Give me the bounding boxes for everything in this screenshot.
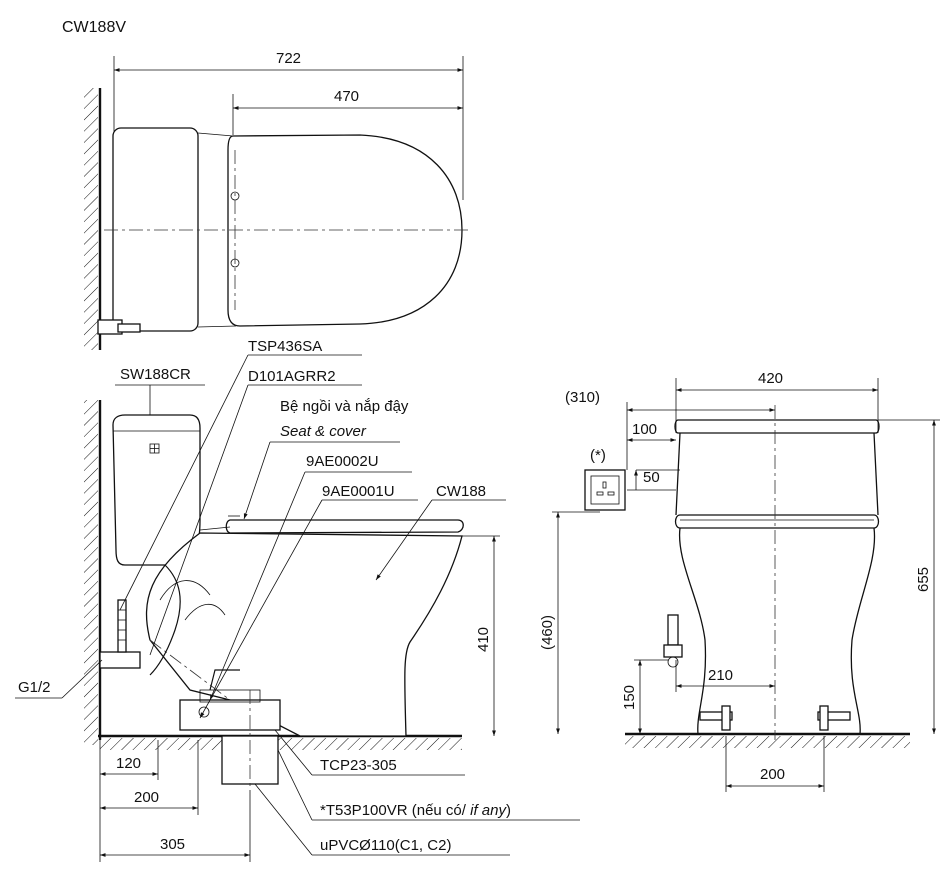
dim-top-seat: 470: [334, 88, 359, 105]
dim-front-310: (310): [565, 389, 600, 406]
side-seat: [225, 519, 464, 534]
side-wall-hatch: [84, 400, 98, 745]
dim-top-width: 722: [276, 50, 301, 67]
dim-front-width: 420: [758, 370, 783, 387]
front-bowl: [675, 432, 879, 735]
dim-side-height: 410: [475, 627, 492, 652]
label-tank: SW188CR: [120, 366, 191, 383]
label-socket-mark: (*): [590, 447, 606, 464]
dim-front-210: 210: [708, 667, 733, 684]
dim-front-460: (460): [539, 615, 556, 650]
label-pipe: uPVCØ110(C1, C2): [320, 837, 451, 854]
label-bowl: CW188: [436, 483, 486, 500]
label-9ae0001u: 9AE0001U: [322, 483, 395, 500]
label-seat-code: TSP436SA: [248, 338, 322, 355]
power-socket-icon: [584, 469, 626, 511]
label-9ae0002u: 9AE0002U: [306, 453, 379, 470]
front-view: (*) 420 (310) 100 50 (460) 655 150: [539, 370, 940, 792]
label-flange: TCP23-305: [320, 757, 397, 774]
front-floor-hatch: [625, 736, 910, 748]
top-wall-hatch: [84, 88, 98, 350]
front-seat-cover: [674, 419, 880, 434]
front-bolt-left: [699, 705, 733, 731]
dim-front-150: 150: [621, 685, 638, 710]
dim-side-305: 305: [160, 836, 185, 853]
model-title: CW188V: [62, 19, 126, 36]
side-floor-hatch: [100, 738, 462, 750]
side-tank: [112, 414, 201, 566]
front-bolt-right: [817, 705, 851, 731]
top-tank: [112, 127, 199, 332]
label-seat-en: Seat & cover: [280, 423, 367, 440]
dim-front-100: 100: [632, 421, 657, 438]
side-view: 410 120 200 305 SW188: [15, 338, 580, 862]
side-bowl: [145, 532, 463, 737]
dim-front-50: 50: [643, 469, 660, 486]
top-seat: [227, 134, 463, 327]
front-inlet-valve: [663, 614, 683, 668]
dim-side-120: 120: [116, 755, 141, 772]
dim-front-655: 655: [915, 567, 932, 592]
tank-button-icon: [149, 443, 160, 454]
side-inlet-valve: [99, 651, 141, 669]
side-flange: [179, 699, 281, 731]
dim-front-200: 200: [760, 766, 785, 783]
label-seat-vn: Bệ ngồi và nắp đậy: [280, 398, 409, 415]
label-adapter: *T53P100VR (nếu có/ if any): [320, 802, 511, 819]
front-seat: [674, 514, 880, 529]
dim-side-200: 200: [134, 789, 159, 806]
label-inlet: G1/2: [18, 679, 51, 696]
label-valve: D101AGRR2: [248, 368, 336, 385]
top-view: 722 470: [84, 50, 470, 350]
